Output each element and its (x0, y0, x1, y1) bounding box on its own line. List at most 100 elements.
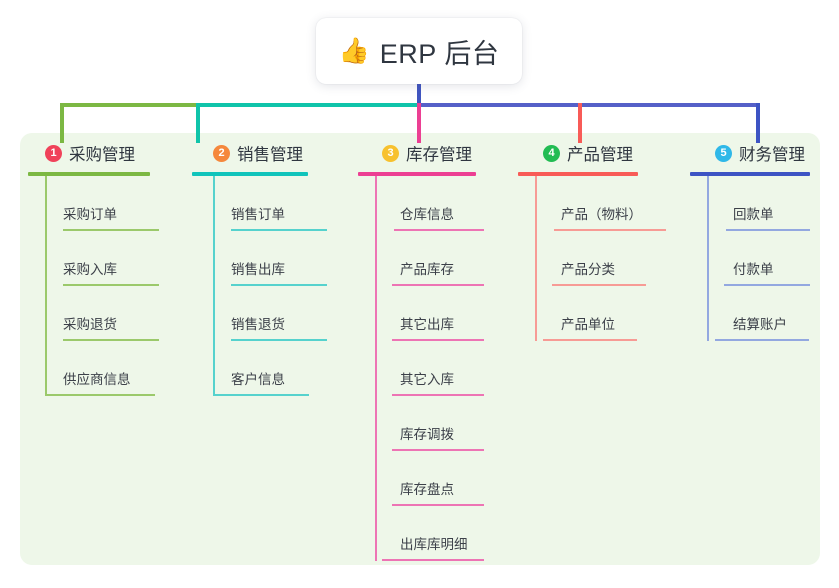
item-label: 库存调拨 (400, 427, 454, 442)
item-underline (231, 339, 327, 341)
list-item[interactable]: 供应商信息 (45, 341, 188, 396)
branch-header-3[interactable]: 3 库存管理 (365, 140, 535, 166)
branch-column-1: 1 采购管理 采购订单 采购入库 采购退货 供应商信息 (28, 140, 188, 396)
branch-column-2: 2 销售管理 销售订单 销售出库 销售退货 客户信息 (192, 140, 356, 396)
root-node-erp-backend[interactable]: 👍 ERP 后台 (316, 18, 522, 84)
branch-header-2[interactable]: 2 销售管理 (196, 140, 356, 166)
branch-title-3: 库存管理 (406, 146, 472, 164)
branch-underline-4 (518, 172, 638, 176)
branch-items-5: 回款单 付款单 结算账户 (698, 176, 839, 341)
branch-underline-3 (358, 172, 476, 176)
branch-column-3: 3 库存管理 仓库信息 产品库存 其它出库 其它入库 库存调拨 (358, 140, 535, 561)
item-label: 付款单 (733, 262, 774, 277)
list-item[interactable]: 采购订单 (45, 176, 188, 231)
list-item[interactable]: 付款单 (715, 231, 839, 286)
list-item[interactable]: 库存盘点 (382, 451, 535, 506)
item-label: 其它入库 (400, 372, 454, 387)
branch-header-4[interactable]: 4 产品管理 (526, 140, 706, 166)
branch-spine-2 (213, 176, 215, 396)
list-item[interactable]: 产品库存 (382, 231, 535, 286)
root-node-content: 👍 ERP 后台 (339, 32, 500, 71)
list-item[interactable]: 产品单位 (543, 286, 706, 341)
item-underline (392, 449, 484, 451)
item-label: 销售退货 (231, 317, 285, 332)
item-label: 供应商信息 (63, 372, 131, 387)
item-label: 出库库明细 (400, 537, 468, 552)
branch-badge-2: 2 (213, 144, 230, 162)
branch-spine-1 (45, 176, 47, 396)
item-underline (63, 284, 159, 286)
item-underline (726, 229, 810, 231)
branch-items-3: 仓库信息 产品库存 其它出库 其它入库 库存调拨 库存盘点 (365, 176, 535, 561)
connector-drop-2 (196, 103, 200, 143)
branch-header-1[interactable]: 1 采购管理 (28, 140, 188, 166)
item-underline (724, 284, 810, 286)
item-label: 回款单 (733, 207, 774, 222)
item-label: 采购订单 (63, 207, 117, 222)
item-underline (213, 394, 309, 396)
item-label: 客户信息 (231, 372, 285, 387)
branch-underline-5 (690, 172, 810, 176)
thumbs-up-icon: 👍 (338, 36, 370, 65)
branch-items-2: 销售订单 销售出库 销售退货 客户信息 (196, 176, 356, 396)
item-label: 仓库信息 (400, 207, 454, 222)
branch-title-4: 产品管理 (567, 146, 633, 164)
item-underline (63, 229, 159, 231)
branch-column-4: 4 产品管理 产品（物料） 产品分类 产品单位 (518, 140, 706, 341)
item-label: 采购入库 (63, 262, 117, 277)
branch-title-5: 财务管理 (739, 146, 805, 164)
list-item[interactable]: 产品（物料） (543, 176, 706, 231)
branch-badge-1: 1 (45, 144, 62, 162)
connector-drop-3 (417, 103, 421, 143)
item-label: 产品分类 (561, 262, 615, 277)
item-label: 结算账户 (733, 317, 787, 332)
list-item[interactable]: 采购退货 (45, 286, 188, 341)
item-underline (231, 229, 327, 231)
item-label: 库存盘点 (400, 482, 454, 497)
item-label: 销售出库 (231, 262, 285, 277)
list-item[interactable]: 库存调拨 (382, 396, 535, 451)
item-label: 产品单位 (561, 317, 615, 332)
branch-spine-5 (707, 176, 709, 341)
list-item[interactable]: 其它入库 (382, 341, 535, 396)
branch-title-1: 采购管理 (69, 146, 135, 164)
connector-bar-segment-blue (419, 103, 760, 107)
connector-bar-segment-teal (198, 103, 419, 107)
item-underline (715, 339, 809, 341)
branch-badge-3: 3 (382, 144, 399, 162)
item-underline (45, 394, 155, 396)
item-underline (382, 559, 484, 561)
list-item[interactable]: 销售订单 (213, 176, 356, 231)
item-underline (554, 229, 666, 231)
branch-spine-3 (375, 176, 377, 561)
branch-column-5: 5 财务管理 回款单 付款单 结算账户 (690, 140, 839, 341)
list-item[interactable]: 出库库明细 (382, 506, 535, 561)
list-item[interactable]: 销售退货 (213, 286, 356, 341)
branch-items-4: 产品（物料） 产品分类 产品单位 (526, 176, 706, 341)
connector-drop-4 (578, 103, 582, 143)
connector-drop-5 (756, 103, 760, 143)
list-item[interactable]: 销售出库 (213, 231, 356, 286)
diagram-panel-background (20, 133, 820, 565)
item-label: 产品库存 (400, 262, 454, 277)
root-node-title: ERP 后台 (379, 38, 500, 69)
branch-title-2: 销售管理 (237, 146, 303, 164)
connector-drop-1 (60, 103, 64, 143)
list-item[interactable]: 产品分类 (543, 231, 706, 286)
list-item[interactable]: 客户信息 (213, 341, 356, 396)
list-item[interactable]: 其它出库 (382, 286, 535, 341)
item-label: 销售订单 (231, 207, 285, 222)
list-item[interactable]: 采购入库 (45, 231, 188, 286)
branch-header-5[interactable]: 5 财务管理 (698, 140, 839, 166)
item-underline (552, 284, 646, 286)
root-stem-connector (417, 84, 421, 106)
list-item[interactable]: 仓库信息 (382, 176, 535, 231)
item-underline (392, 284, 484, 286)
item-underline (63, 339, 159, 341)
item-underline (231, 284, 327, 286)
item-label: 其它出库 (400, 317, 454, 332)
list-item[interactable]: 结算账户 (715, 286, 839, 341)
item-underline (392, 504, 484, 506)
item-label: 采购退货 (63, 317, 117, 332)
list-item[interactable]: 回款单 (715, 176, 839, 231)
